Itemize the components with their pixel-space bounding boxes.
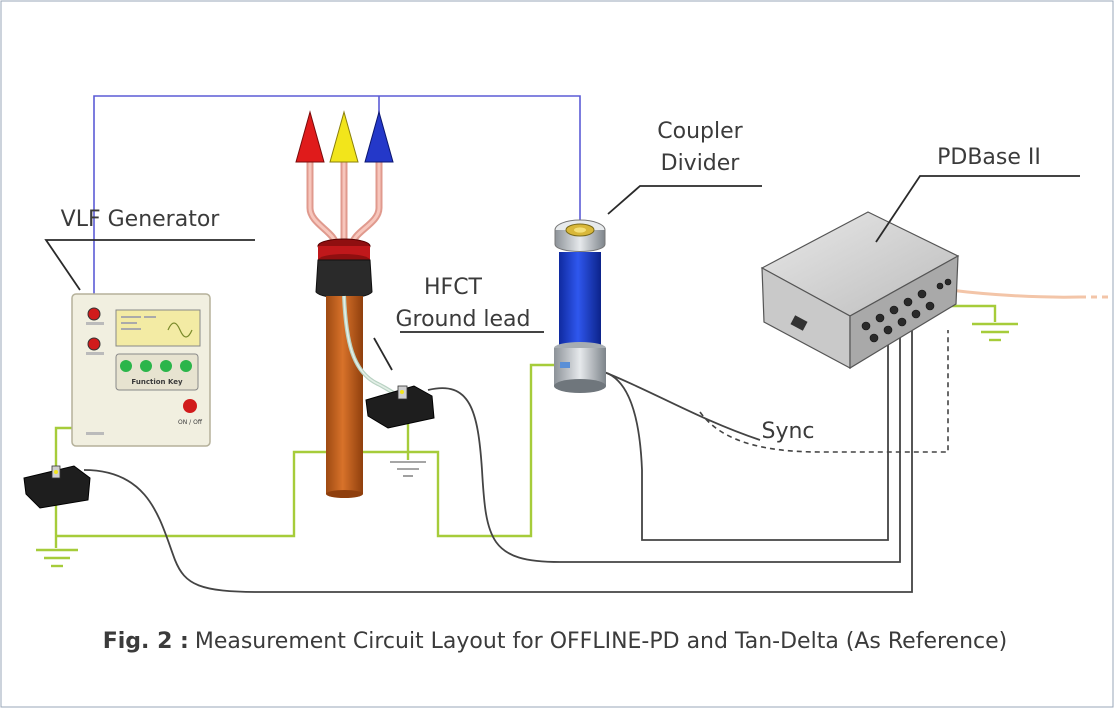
on-off-label: ON / Off: [178, 419, 203, 426]
coupler-label-line1: Coupler: [657, 119, 743, 144]
function-key-panel: [115, 353, 199, 391]
output-cable: [949, 288, 1112, 299]
sync-cable: [699, 330, 949, 453]
phase-red-cone-icon: [295, 110, 325, 163]
phase-blue-cone-icon: [364, 110, 394, 163]
ground-symbol-left: [36, 548, 78, 568]
left-clamp-sensor: [23, 465, 91, 509]
coupler-divider: [554, 219, 606, 393]
function-key-1-button: [120, 360, 132, 372]
return-terminal-icon: [87, 337, 101, 351]
hfct-sensor: [365, 385, 435, 429]
coupler-body: [559, 252, 601, 348]
caption-prefix: Fig. 2 :: [103, 629, 189, 654]
cable-termination: [295, 110, 406, 498]
function-key-label: Function Key: [131, 378, 183, 386]
hv-output-terminal-icon: [87, 307, 101, 321]
pdbase-unit: [760, 211, 960, 370]
hv-cable-body: [326, 296, 363, 494]
hfct-label: HFCT: [424, 275, 483, 300]
leader-lines: [44, 175, 1080, 371]
ground-lead-label: Ground lead: [395, 307, 530, 332]
ground-symbol-right: [972, 322, 1018, 342]
power-button-icon: [183, 399, 197, 413]
function-key-4-button: [180, 360, 192, 372]
phase-yellow-cone-icon: [329, 110, 359, 163]
signal-cables: [83, 330, 913, 593]
ground-symbol-center: [390, 461, 426, 477]
function-key-3-button: [160, 360, 172, 372]
pdbase-port-icon: [790, 315, 808, 331]
figure-caption: Fig. 2 :Measurement Circuit Layout for O…: [103, 629, 1008, 654]
vlf-generator: Function Key ON / Off: [71, 293, 211, 447]
pdbase-label: PDBase II: [937, 145, 1041, 170]
coupler-label-line2: Divider: [661, 151, 741, 176]
caption-text: Measurement Circuit Layout for OFFLINE-P…: [195, 629, 1007, 654]
function-key-2-button: [140, 360, 152, 372]
sync-label: Sync: [761, 419, 814, 444]
vlf-generator-label: VLF Generator: [61, 207, 221, 232]
